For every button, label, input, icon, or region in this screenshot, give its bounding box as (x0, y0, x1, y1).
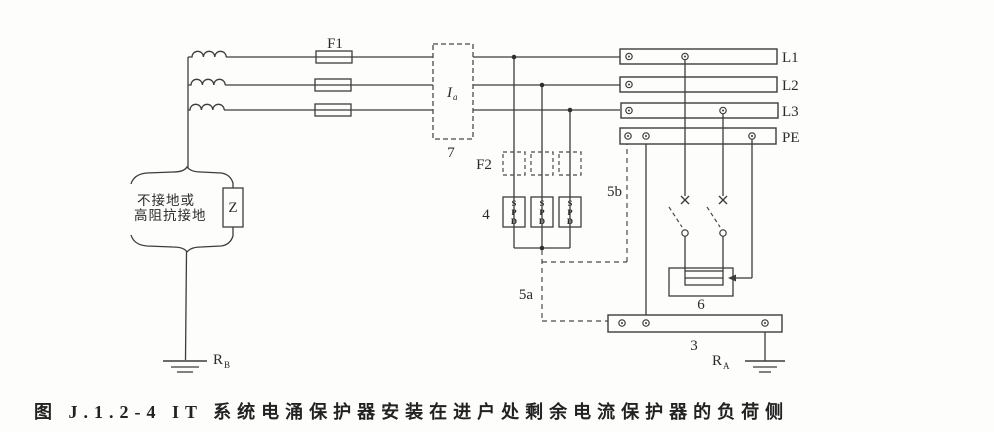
earthing-note-line1: 不接地或 (137, 192, 195, 208)
item5a-label: 5a (519, 287, 534, 303)
spd-1-letters: S P D (511, 198, 517, 226)
svg-text:S: S (568, 198, 573, 208)
trip-arrow-icon (728, 274, 736, 282)
fuse-f1-icons (314, 50, 353, 117)
ra-label: RA (712, 353, 730, 371)
item3-label: 3 (690, 338, 698, 354)
svg-text:P: P (511, 207, 516, 217)
impedance-z-label: Z (228, 200, 237, 216)
svg-text:P: P (567, 207, 572, 217)
device-6-box (668, 139, 753, 297)
svg-text:S: S (512, 198, 517, 208)
svg-text:S: S (540, 198, 545, 208)
neutral-earthing-branch: Z (130, 165, 244, 361)
item6-label: 6 (697, 297, 705, 313)
item5b-label: 5b (607, 184, 622, 200)
f1-label: F1 (327, 36, 343, 52)
transformer-windings-icon (187, 50, 227, 168)
item7-label: 7 (447, 145, 455, 161)
rcd-pole-1 (668, 60, 690, 271)
earthing-bar-3 (607, 314, 783, 333)
busbar-l2-label: L2 (782, 78, 799, 94)
spd-2-letters: S P D (539, 198, 545, 226)
rb-label: RB (213, 352, 230, 370)
figure-caption: 图 J.1.2-4 IT 系统电涌保护器安装在进户处剩余电流保护器的负荷侧 (34, 402, 790, 422)
device-7-box: Ia (432, 43, 474, 140)
svg-text:D: D (567, 216, 573, 226)
busbar-l1-label: L1 (782, 50, 799, 66)
fuse-f2-icons (502, 151, 582, 176)
phase-lines (224, 56, 620, 111)
earthing-note-line2: 高阻抗接地 (134, 207, 207, 223)
busbars (619, 48, 779, 145)
rcd-pole-2 (706, 114, 728, 271)
ia-symbol: I (446, 85, 453, 101)
svg-text:D: D (539, 216, 545, 226)
svg-text:P: P (539, 207, 544, 217)
svg-text:D: D (511, 216, 517, 226)
spd-3-letters: S P D (567, 198, 573, 226)
item4-label: 4 (482, 207, 490, 223)
earth-ra-icon (745, 332, 785, 373)
busbar-terminals (618, 52, 769, 327)
busbar-pe-label: PE (782, 130, 800, 146)
busbar-l3-label: L3 (782, 104, 799, 120)
bonding-conductor-5b (542, 144, 628, 263)
f2-label: F2 (476, 157, 492, 173)
earth-rb-icon (163, 360, 207, 373)
svg-text:Ia: Ia (446, 85, 458, 102)
spd-devices: S P D S P D S P D (502, 196, 582, 228)
ia-subscript: a (453, 92, 458, 102)
bonding-conductor-5a (541, 250, 608, 322)
